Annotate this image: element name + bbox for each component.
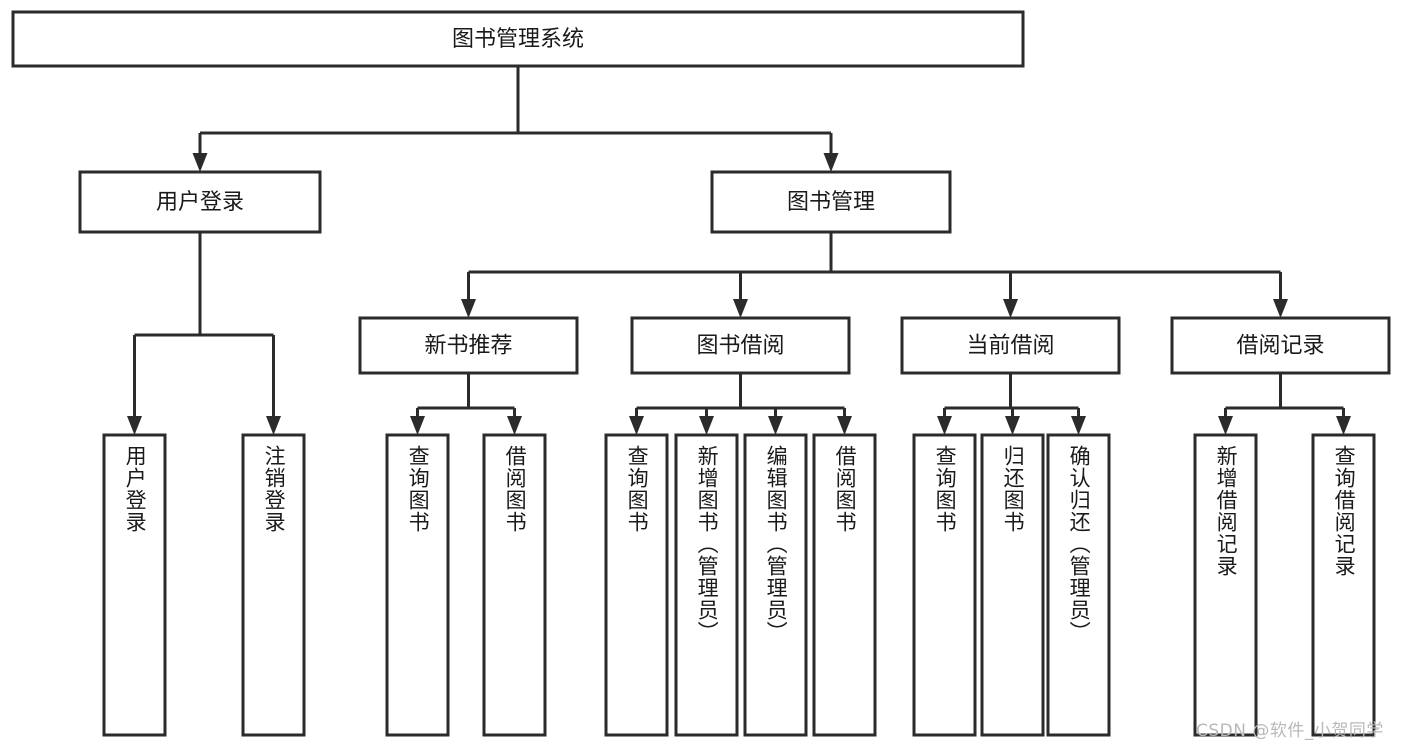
node-box-level1-1[interactable] — [710, 170, 952, 234]
node-box-leaf-0[interactable] — [102, 433, 167, 737]
node-label-root: 图书管理系统 — [452, 27, 584, 52]
node-box-leaf-8[interactable] — [912, 433, 977, 737]
node-box-leaf-11[interactable] — [1193, 433, 1258, 737]
node-box-leaf-10[interactable] — [1046, 433, 1111, 737]
node-label-level1-0: 用户登录 — [156, 190, 244, 215]
node-box-leaf-2[interactable] — [385, 433, 450, 737]
arrow-head-icon-level2-3 — [1273, 299, 1288, 318]
arrow-head-icon-leaf-10 — [1071, 416, 1086, 435]
node-label-level2-0: 新书推荐 — [424, 334, 512, 359]
arrow-head-icon-leaf-2 — [410, 416, 425, 435]
node-box-leaf-4[interactable] — [604, 433, 669, 737]
arrow-head-icon-leaf-3 — [507, 416, 522, 435]
arrow-head-icon-leaf-6 — [768, 416, 783, 435]
node-label-level2-3: 借阅记录 — [1236, 334, 1324, 359]
arrow-head-icon-level2-0 — [461, 299, 476, 318]
node-label-level2-1: 图书借阅 — [696, 334, 784, 359]
node-box-leaf-3[interactable] — [482, 433, 547, 737]
node-box-leaf-6[interactable] — [743, 433, 808, 737]
arrow-head-icon-leaf-5 — [699, 416, 714, 435]
edges-layer — [127, 66, 1351, 435]
arrow-head-icon-level1-1 — [823, 153, 839, 172]
node-box-leaf-5[interactable] — [674, 433, 739, 737]
arrow-head-icon-leaf-0 — [127, 416, 142, 435]
node-label-level1-1: 图书管理 — [787, 190, 875, 215]
node-box-level2-2[interactable] — [900, 316, 1121, 375]
arrow-head-icon-level2-1 — [733, 299, 748, 318]
node-box-leaf-12[interactable] — [1311, 433, 1376, 737]
arrow-head-icon-leaf-9 — [1005, 416, 1020, 435]
node-box-level1-0[interactable] — [78, 170, 322, 234]
arrow-head-icon-leaf-8 — [937, 416, 952, 435]
node-box-leaf-1[interactable] — [241, 433, 306, 737]
arrow-head-icon-leaf-12 — [1336, 416, 1351, 435]
arrow-head-icon-level2-2 — [1003, 299, 1018, 318]
node-box-leaf-9[interactable] — [980, 433, 1045, 737]
arrow-head-icon-level1-0 — [192, 153, 208, 172]
node-box-level2-0[interactable] — [358, 316, 579, 375]
arrow-head-icon-leaf-1 — [266, 416, 281, 435]
arrow-head-icon-leaf-7 — [837, 416, 852, 435]
node-box-level2-1[interactable] — [630, 316, 851, 375]
node-box-level2-3[interactable] — [1170, 316, 1391, 375]
arrow-head-icon-leaf-11 — [1218, 416, 1233, 435]
node-box-root[interactable] — [11, 10, 1025, 68]
arrow-head-icon-leaf-4 — [629, 416, 644, 435]
node-box-leaf-7[interactable] — [812, 433, 877, 737]
watermark-text: CSDN @软件_小贺同学 — [1196, 721, 1384, 741]
node-label-level2-2: 当前借阅 — [966, 334, 1054, 359]
